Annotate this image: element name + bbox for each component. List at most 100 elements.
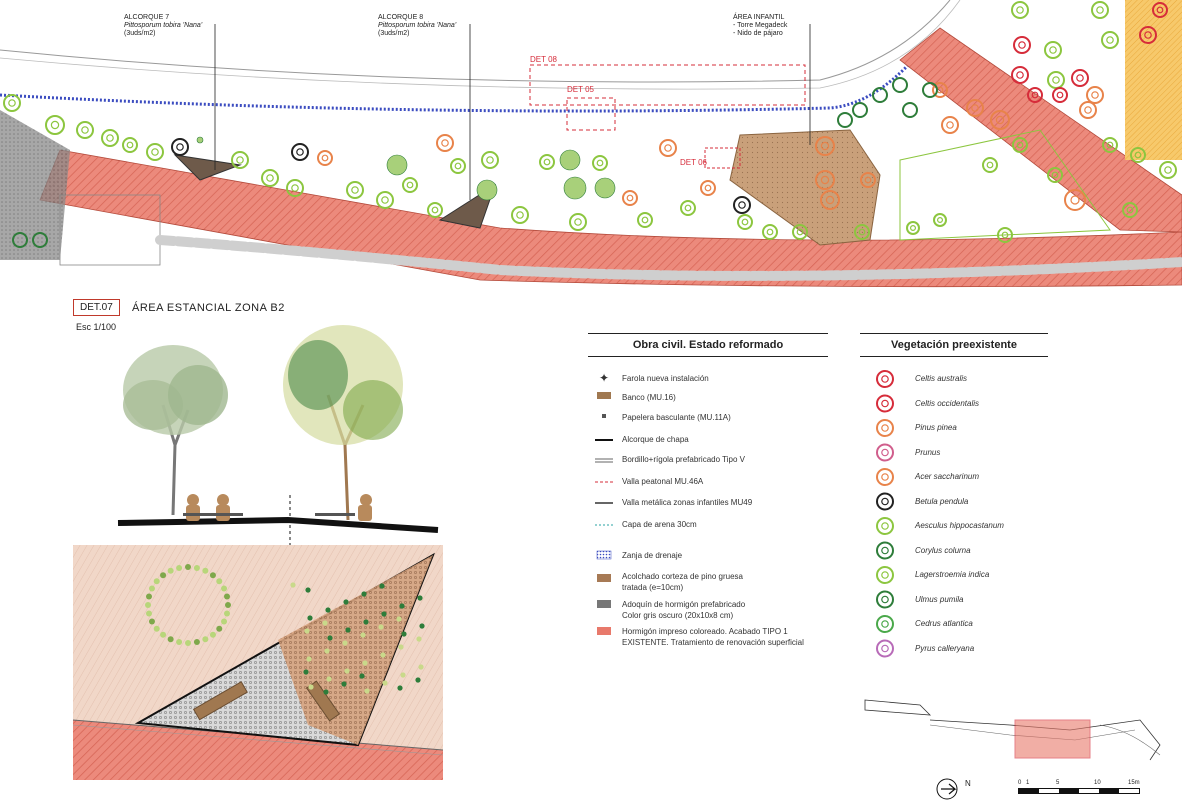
veg-symbol-4 bbox=[876, 468, 894, 486]
north-label: N bbox=[965, 779, 971, 788]
detail-tree-dot-13 bbox=[381, 611, 387, 617]
alcorque7-label: ALCORQUE 7 Pittosporum tobira 'Nana' (3u… bbox=[124, 14, 202, 38]
plan-tree-62 bbox=[1122, 202, 1138, 218]
plan-tree-28 bbox=[733, 196, 751, 214]
veg-symbol-5 bbox=[876, 492, 894, 511]
plan-tree-59 bbox=[1047, 167, 1063, 183]
plan-ulmus-2 bbox=[892, 77, 908, 93]
alcorque7-density: (3uds/m2) bbox=[124, 30, 156, 37]
detail-tree-dot-3 bbox=[401, 631, 407, 637]
plan-tree-2 bbox=[76, 121, 94, 139]
detail-canopy-dot-10 bbox=[160, 631, 167, 638]
detail-canopy-dot-6 bbox=[193, 639, 200, 646]
detail-canopy-dot-5 bbox=[202, 636, 209, 643]
plan-tree-53 bbox=[1086, 86, 1104, 104]
plan-ulmus-3 bbox=[837, 112, 853, 128]
alcorque8-species: Pittosporum tobira 'Nana' bbox=[378, 22, 457, 29]
plan-tree-13 bbox=[376, 191, 394, 209]
detail-canopy-dot-20 bbox=[176, 564, 183, 571]
scale-tick-5: 5 bbox=[1056, 780, 1060, 786]
area-infantil-title: ÁREA INFANTIL bbox=[733, 14, 785, 21]
legend-arena: Capa de arena 30cm bbox=[622, 520, 697, 529]
plan-tree-33 bbox=[815, 170, 835, 190]
plan-tree-4 bbox=[122, 137, 138, 153]
legend-hormigon-2: EXISTENTE. Tratamiento de renovación sup… bbox=[622, 638, 804, 647]
legend-valla-peatonal: Valla peatonal MU.46A bbox=[622, 477, 704, 486]
plan-tree-57 bbox=[1064, 189, 1086, 211]
plan-tree-43 bbox=[1011, 66, 1029, 84]
plan-tree-40 bbox=[1047, 71, 1065, 89]
scale-tick-1: 1 bbox=[1026, 780, 1030, 786]
plan-tree-7 bbox=[231, 151, 249, 169]
plan-tree-32 bbox=[815, 136, 835, 156]
detail-scale: Esc 1/100 bbox=[76, 322, 117, 332]
detail-tree-dot-21 bbox=[417, 595, 423, 601]
plan-tree-58 bbox=[1012, 137, 1028, 153]
veg-symbol-7 bbox=[876, 541, 894, 560]
legend-adoquin-1: Adoquín de hormigón prefabricado bbox=[622, 600, 746, 609]
plan-tree-61 bbox=[941, 116, 959, 134]
plan-tree-6 bbox=[171, 138, 189, 156]
plan-tree-12 bbox=[346, 181, 364, 199]
detail-tree-dot-35 bbox=[415, 677, 421, 683]
alcorque8-title: ALCORQUE 8 bbox=[378, 14, 424, 21]
detail-tree-dot-14 bbox=[418, 664, 424, 670]
alcorque7-title: ALCORQUE 7 bbox=[124, 14, 170, 21]
detail-tree-dot-25 bbox=[305, 587, 311, 593]
plan-tree-14 bbox=[402, 177, 418, 193]
det05-label[interactable]: DET 05 bbox=[567, 85, 594, 94]
plan-tree-24 bbox=[637, 212, 653, 228]
veg-symbol-2 bbox=[876, 419, 894, 437]
plan-corylus-3 bbox=[563, 176, 587, 200]
det08-label[interactable]: DET 08 bbox=[530, 55, 557, 64]
detail-tree-dot-9 bbox=[363, 619, 369, 625]
veg-symbol-0 bbox=[876, 370, 894, 388]
detail-canopy-dot-14 bbox=[145, 602, 151, 608]
det06-label[interactable]: DET 06 bbox=[680, 158, 707, 167]
plan-tree-63 bbox=[997, 227, 1013, 243]
veg-label-11: Pyrus calleryana bbox=[915, 643, 975, 653]
legend-bordillo: Bordillo+rígola prefabricado Tipo V bbox=[622, 455, 745, 464]
legend-acolchado-1: Acolchado corteza de pino gruesa bbox=[622, 572, 743, 581]
scale-tick-0: 0 bbox=[1018, 780, 1022, 786]
plan-tree-26 bbox=[680, 200, 696, 216]
plan-tree-25 bbox=[659, 139, 677, 157]
plan-ulmus-6 bbox=[12, 232, 28, 248]
detail-canopy-dot-9 bbox=[167, 636, 174, 643]
detail-tree-dot-27 bbox=[379, 583, 385, 589]
detail-tree-dot-17 bbox=[399, 603, 405, 609]
plan-tree-50 bbox=[990, 110, 1010, 130]
detail-tree-dot-7 bbox=[419, 623, 425, 629]
detail-tree-dot-0 bbox=[290, 582, 296, 588]
veg-label-8: Lagerstroemia indica bbox=[915, 570, 990, 579]
legend-papelera: Papelera basculante (MU.11A) bbox=[622, 413, 731, 422]
site-plan bbox=[0, 0, 1182, 288]
detail-canopy-dot-15 bbox=[146, 593, 153, 600]
detail-canopy-dot-22 bbox=[193, 564, 200, 571]
detail-canopy-dot-16 bbox=[148, 585, 155, 592]
plan-tree-31 bbox=[792, 224, 808, 240]
detail-canopy-dot-23 bbox=[202, 567, 209, 574]
legend-adoquin-2: Color gris oscuro (20x10x8 cm) bbox=[622, 611, 734, 620]
detail-canopy-dot-0 bbox=[225, 602, 231, 608]
plan-tree-3 bbox=[101, 129, 119, 147]
detail-canopy-dot-8 bbox=[176, 639, 183, 646]
detail-tree-dot-12 bbox=[344, 668, 350, 674]
veg-label-3: Prunus bbox=[915, 447, 941, 457]
detail-canopy-dot-26 bbox=[221, 585, 228, 592]
plan-ulmus-7 bbox=[32, 232, 48, 248]
plan-tree-19 bbox=[511, 206, 529, 224]
plan-tree-39 bbox=[1044, 41, 1062, 59]
legend-veg-header: Vegetación preexistente bbox=[860, 333, 1048, 357]
plan-tree-51 bbox=[1027, 87, 1043, 103]
plan-tree-15 bbox=[427, 202, 443, 218]
plan-tree-18 bbox=[481, 151, 499, 169]
plan-tree-23 bbox=[622, 190, 638, 206]
plan-tree-52 bbox=[1052, 87, 1068, 103]
detail-code: DET.07 bbox=[73, 299, 120, 316]
veg-symbol-10 bbox=[876, 615, 894, 633]
plan-tree-55 bbox=[1130, 147, 1146, 163]
legend-zanja: Zanja de drenaje bbox=[622, 551, 683, 560]
alcorque8-label: ALCORQUE 8 Pittosporum tobira 'Nana' (3u… bbox=[378, 14, 456, 38]
veg-label-4: Acer saccharinum bbox=[915, 472, 980, 481]
